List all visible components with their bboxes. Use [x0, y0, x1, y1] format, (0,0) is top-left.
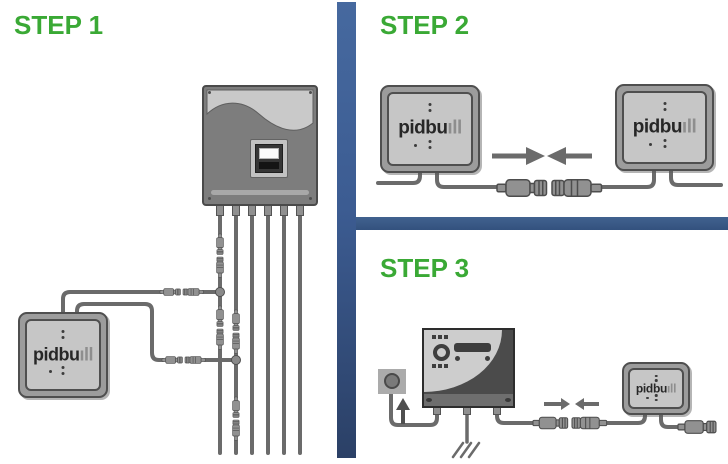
mc4-connector-pair [532, 416, 608, 430]
logo-text-light: ıll [447, 117, 462, 139]
push-together-arrows [544, 398, 599, 410]
pidbull-logo: pidbuıll [624, 117, 705, 136]
vent-squares-icon [432, 335, 448, 339]
plug-in-arrow-icon [396, 398, 410, 424]
indicator-dots-icon [654, 374, 658, 382]
vertical-divider [337, 2, 356, 458]
mc4-connector-pair [216, 305, 224, 350]
step3-title: STEP 3 [380, 253, 470, 283]
vent-squares-icon [432, 364, 448, 368]
charger-dot-icon [485, 356, 490, 361]
wall-socket [378, 369, 406, 394]
logo-text-bold: pidbu [33, 344, 80, 365]
indicator-dot-icon [49, 369, 53, 373]
charger-dot-icon [455, 356, 460, 361]
logo-text-light: ıll [681, 116, 697, 138]
horizontal-divider [356, 217, 728, 230]
cable-gland [232, 205, 240, 216]
indicator-dots-icon [663, 138, 666, 148]
logo-text-light: ıll [79, 344, 93, 365]
mc4-connector-pair [216, 233, 224, 278]
logo-text-bold: pidbu [632, 116, 683, 138]
battery-charger-illustration [422, 328, 515, 408]
indicator-dot-icon [646, 396, 649, 400]
cable-gland [248, 205, 256, 216]
screw-icon [505, 398, 511, 402]
cable-gland [216, 205, 224, 216]
indicator-dots-icon [61, 365, 65, 375]
charger-bottom-strip [424, 394, 513, 406]
pidbull-device-panel: pidbuıll [387, 92, 473, 166]
pidbull-device: pidbuıll [18, 312, 108, 398]
arrow-left-icon [575, 398, 599, 410]
arrow-left-icon [547, 147, 592, 165]
charger-knob-icon [433, 344, 450, 361]
indicator-dots-icon [428, 103, 432, 113]
screw-icon [426, 398, 432, 402]
pidbull-logo: pidbuıll [389, 119, 471, 138]
cable-junction [215, 287, 225, 297]
pidbull-device: pidbuıll [622, 362, 690, 415]
indicator-dots-icon [654, 394, 658, 402]
indicator-dots-icon [663, 101, 666, 111]
arrow-right-icon [544, 398, 570, 410]
pidbull-logo: pidbuıll [27, 345, 99, 363]
cable-gland [280, 205, 288, 216]
inverter-button [259, 162, 279, 169]
step2-wiring [376, 163, 723, 189]
inverter-vent [211, 190, 309, 195]
inverter-illustration [202, 85, 318, 206]
mc4-connector-pair [161, 356, 206, 364]
cable-gland [296, 205, 304, 216]
inverter-display-frame [255, 144, 283, 173]
inverter-display [250, 139, 288, 178]
step1-title: STEP 1 [14, 10, 104, 40]
step1-wiring [61, 212, 302, 455]
charger-front-panel [424, 330, 502, 392]
mc4-connector [677, 420, 717, 434]
pv-cables [218, 212, 302, 455]
pidbull-cables [61, 290, 235, 362]
indicator-dot-icon [649, 142, 653, 146]
push-together-arrows [492, 147, 592, 165]
socket-hole-icon [384, 373, 400, 389]
cable-gland [264, 205, 272, 216]
logo-text-bold: pidbu [398, 117, 448, 139]
step3-wiring [389, 382, 681, 444]
pidbull-device-panel: pidbuıll [628, 368, 684, 409]
inverter-screen [259, 148, 279, 159]
screw-icon [309, 197, 312, 200]
step2-title: STEP 2 [380, 10, 470, 40]
pidbull-device-panel: pidbuıll [622, 91, 707, 164]
inverter-wave-panel [206, 89, 314, 131]
pidbull-logo: pidbuıll [630, 382, 682, 394]
mc4-connector-pair [496, 179, 603, 197]
mc4-connector-pair [232, 309, 240, 354]
indicator-dot-icon [414, 144, 418, 148]
screw-icon [309, 91, 312, 94]
logo-text-light: ıll [667, 381, 677, 396]
ground-symbol [451, 441, 481, 459]
pidbull-device: pidbuıll [615, 84, 714, 171]
mc4-connector-pair [159, 288, 204, 296]
screw-icon [208, 91, 211, 94]
indicator-dots-icon [428, 140, 432, 150]
cable-junction [231, 355, 241, 365]
charger-display-bar [454, 343, 491, 352]
pidbull-device: pidbuıll [380, 85, 480, 173]
indicator-dots-icon [61, 329, 65, 339]
arrow-right-icon [492, 147, 545, 165]
screw-icon [208, 197, 211, 200]
pidbull-device-panel: pidbuıll [25, 319, 101, 391]
logo-text-bold: pidbu [635, 381, 668, 396]
mc4-connector-pair [232, 396, 240, 441]
